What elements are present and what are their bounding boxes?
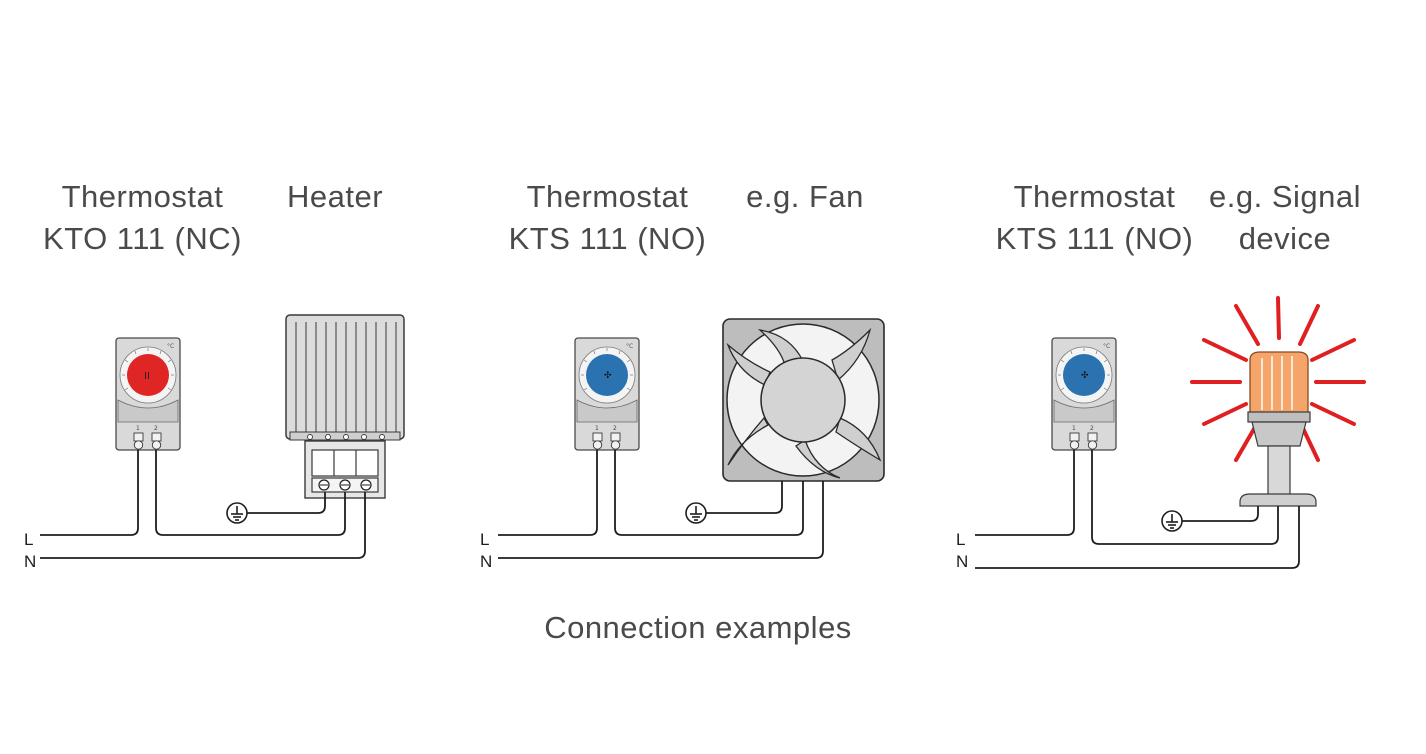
heater-icon xyxy=(285,314,405,499)
signal-wiring xyxy=(975,450,1300,569)
heater-neutral-label: N xyxy=(24,552,36,571)
signal-neutral-label: N xyxy=(956,552,968,571)
fan-thermostat-icon: ✣ xyxy=(574,337,640,451)
fan-thermostat-model: KTS 111 (NO) xyxy=(508,221,707,256)
signal-thermostat-model: KTS 111 (NO) xyxy=(995,221,1194,256)
heater-wiring xyxy=(40,450,366,559)
fan-ground-icon xyxy=(685,502,707,524)
fan-thermostat-title: Thermostat xyxy=(526,179,689,214)
heater-device-name: Heater xyxy=(286,179,384,214)
signal-light-icon xyxy=(1190,296,1366,507)
signal-live-label: L xyxy=(956,530,965,549)
signal-thermostat-icon: ✣ xyxy=(1051,337,1117,451)
signal-thermostat-title: Thermostat xyxy=(1013,179,1176,214)
signal-device-name-line2: device xyxy=(1238,221,1332,256)
fan-neutral-label: N xyxy=(480,552,492,571)
svg-text:✣: ✣ xyxy=(1081,371,1089,381)
heater-thermostat-model: KTO 111 (NC) xyxy=(43,221,242,256)
heater-thermostat-label: Thermostat KTO 111 (NC) xyxy=(40,176,245,260)
svg-text:✣: ✣ xyxy=(604,371,612,381)
diagram-caption: Connection examples xyxy=(544,610,852,645)
heater-dial[interactable] xyxy=(127,354,169,396)
svg-text:II: II xyxy=(144,371,150,382)
fan-dial[interactable] xyxy=(586,354,628,396)
heater-thermostat-icon: II xyxy=(115,337,181,451)
heater-ground-icon xyxy=(226,502,248,524)
fan-live-label: L xyxy=(480,530,489,549)
fan-wiring xyxy=(498,450,824,559)
fan-device-label: e.g. Fan xyxy=(730,176,880,218)
signal-ground-icon xyxy=(1161,510,1183,532)
signal-dial[interactable] xyxy=(1063,354,1105,396)
fan-icon xyxy=(722,318,885,482)
signal-thermostat-label: Thermostat KTS 111 (NO) xyxy=(992,176,1197,260)
signal-device-name-line1: e.g. Signal xyxy=(1209,179,1361,214)
fan-device-name: e.g. Fan xyxy=(746,179,864,214)
heater-device-label: Heater xyxy=(270,176,400,218)
fan-thermostat-label: Thermostat KTS 111 (NO) xyxy=(505,176,710,260)
signal-device-label: e.g. Signal device xyxy=(1200,176,1370,260)
heater-thermostat-title: Thermostat xyxy=(61,179,224,214)
heater-live-label: L xyxy=(24,530,33,549)
